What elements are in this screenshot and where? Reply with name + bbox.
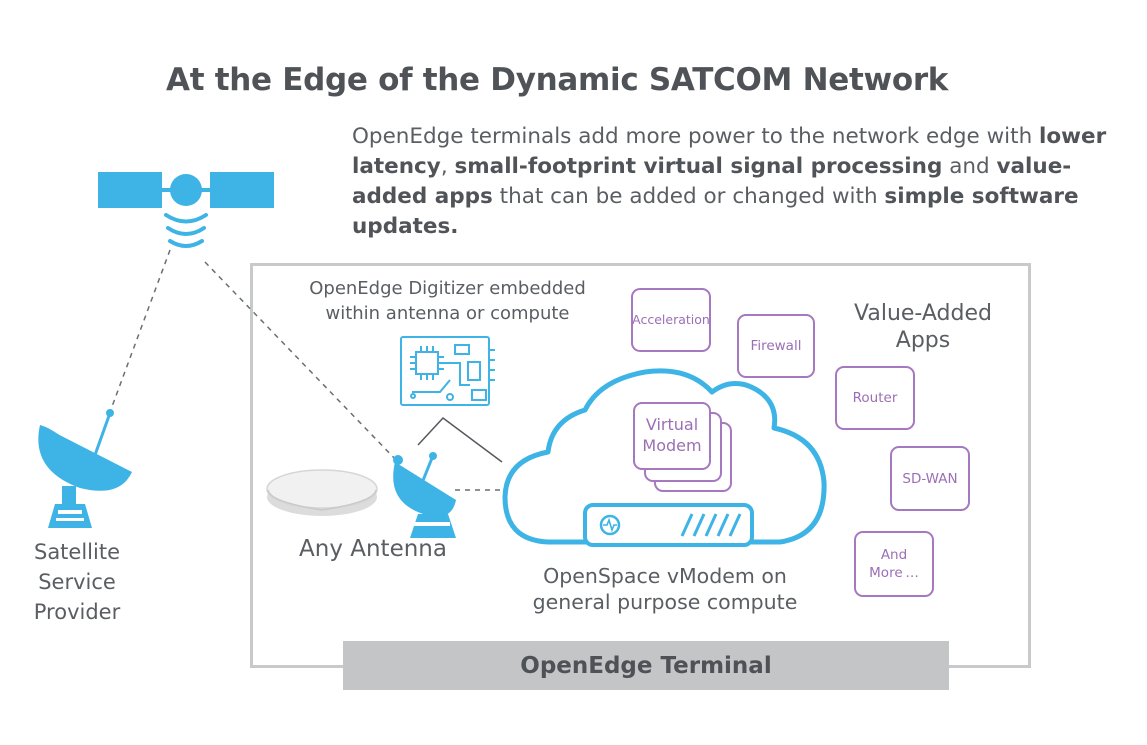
virtual-modem-line1: Virtual <box>645 415 699 434</box>
intro-text-1: OpenEdge terminals add more power to the… <box>352 124 1040 149</box>
intro-bold-updates: simple software updates. <box>352 184 1079 239</box>
intro-text-2: , <box>440 154 455 179</box>
digitizer-label: OpenEdge Digitizer embedded within anten… <box>290 276 605 326</box>
app-firewall-label: Firewall <box>750 338 802 354</box>
provider-label: Satellite Service Provider <box>18 537 136 627</box>
apps-title-line2: Apps <box>895 328 951 353</box>
intro-paragraph: OpenEdge terminals add more power to the… <box>352 122 1112 242</box>
vmodem-label-line1: OpenSpace vModem on <box>543 564 787 588</box>
intro-bold-apps: value-added apps <box>352 154 1072 209</box>
app-and-more-line2: More … <box>869 565 919 581</box>
satellite-icon <box>98 172 274 248</box>
virtual-modem-label: Virtual Modem <box>634 414 710 456</box>
provider-label-line3: Provider <box>33 600 121 624</box>
digitizer-label-line1: OpenEdge Digitizer embedded <box>309 278 586 299</box>
app-router-label: Router <box>852 390 898 406</box>
intro-text-4: that can be added or changed with <box>492 184 885 209</box>
digitizer-label-line2: within antenna or compute <box>325 303 570 324</box>
vmodem-server-icon <box>583 503 754 547</box>
virtual-modem-stack <box>633 402 732 492</box>
digitizer-connector <box>417 416 503 463</box>
vmodem-label: OpenSpace vModem on general purpose comp… <box>495 563 835 615</box>
flat-panel-antenna-icon <box>266 469 378 516</box>
digitizer-board-icon <box>400 336 495 406</box>
dish-antenna-icon <box>393 452 456 538</box>
app-router: Router <box>835 366 915 430</box>
intro-text-3: and <box>942 154 997 179</box>
satellite-to-antenna-link <box>204 261 399 463</box>
virtual-modem-line2: Modem <box>642 436 702 455</box>
intro-bold-latency: lower latency <box>352 124 1107 179</box>
app-and-more: And More … <box>854 531 934 597</box>
apps-title: Value-Added Apps <box>835 300 1011 354</box>
app-firewall: Firewall <box>737 314 815 378</box>
provider-label-line2: Service <box>38 570 116 594</box>
app-acceleration-label: Acceleration <box>632 312 710 327</box>
vmodem-label-line2: general purpose compute <box>532 590 798 614</box>
terminal-label-bar: OpenEdge Terminal <box>343 641 949 690</box>
antenna-label: Any Antenna <box>299 536 447 562</box>
intro-bold-processing: small-footprint virtual signal processin… <box>454 154 943 179</box>
provider-label-line1: Satellite <box>33 540 120 564</box>
satellite-to-dish-link <box>109 249 171 413</box>
app-sdwan-label: SD-WAN <box>902 470 958 487</box>
page-title: At the Edge of the Dynamic SATCOM Networ… <box>166 62 949 98</box>
apps-title-line1: Value-Added <box>854 301 992 326</box>
app-sdwan: SD-WAN <box>890 446 970 511</box>
app-acceleration: Acceleration <box>631 288 711 352</box>
ground-dish-icon <box>38 409 133 528</box>
app-and-more-line1: And <box>880 547 908 563</box>
terminal-label: OpenEdge Terminal <box>520 652 772 679</box>
